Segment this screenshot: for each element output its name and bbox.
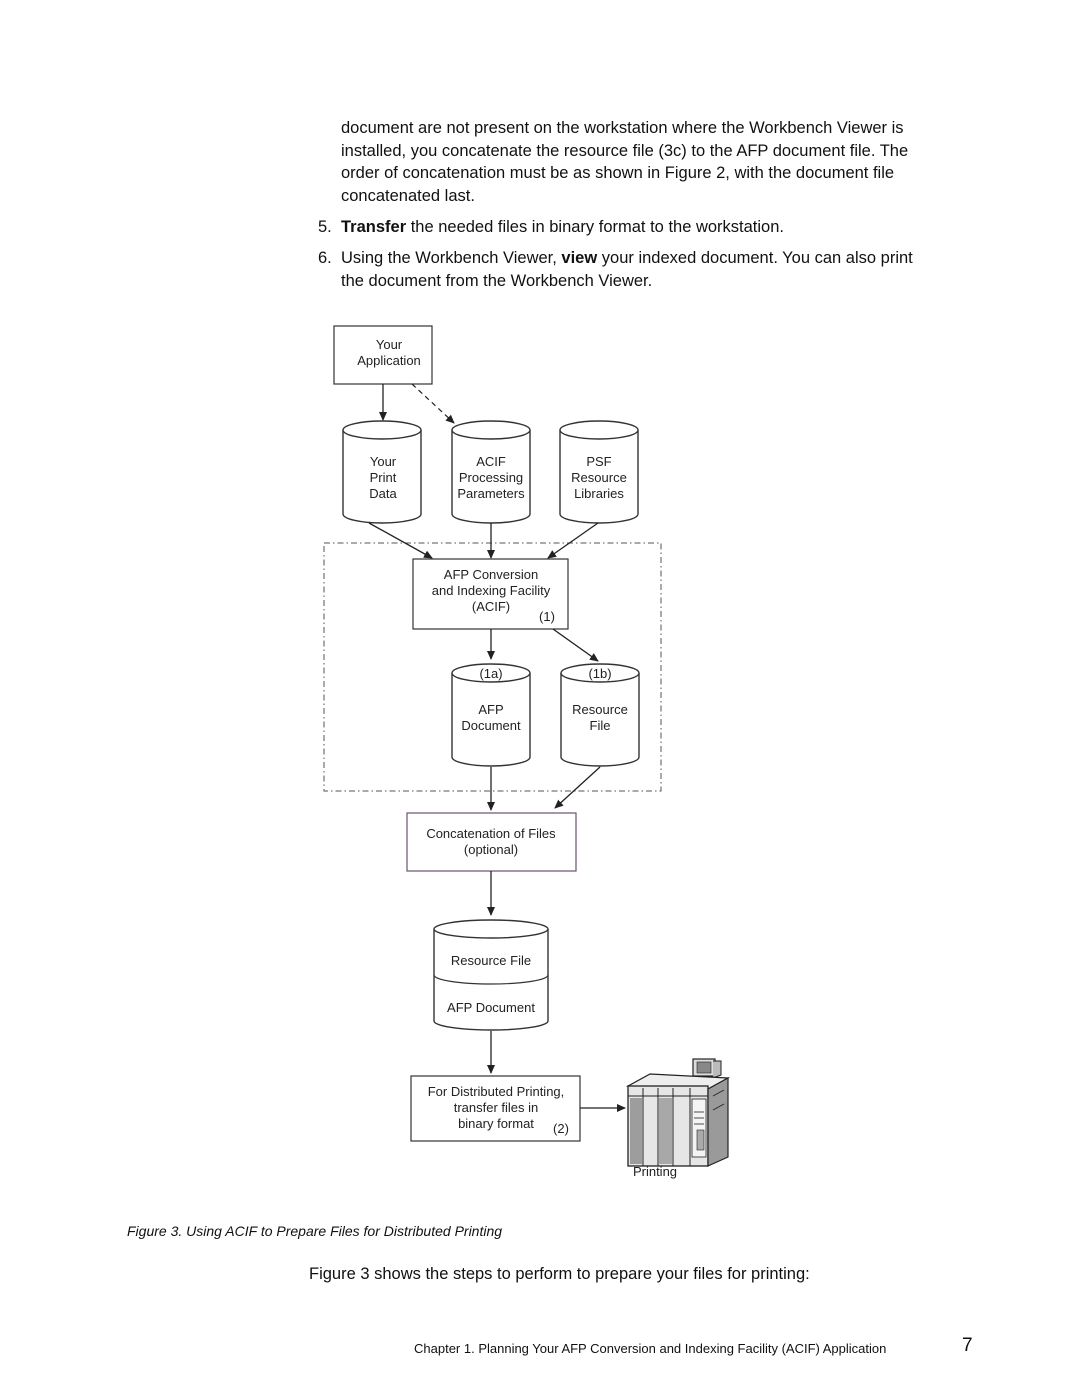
cylinder-label: Parameters [457, 486, 525, 501]
arrow-acif-to-resource-file [552, 628, 599, 662]
afp-document-cylinder: (1a) AFP Document [451, 663, 531, 767]
intro-line: installed, you concatenate the resource … [341, 141, 909, 160]
distributed-printing-box: For Distributed Printing, transfer files… [410, 1075, 581, 1142]
cylinder-label: File [590, 718, 611, 733]
cylinder-label: Resource [572, 702, 628, 717]
cylinder-label: PSF [586, 454, 611, 469]
cylinder-label: Resource [571, 470, 627, 485]
arrow-resource-to-concat [554, 766, 601, 809]
step-rest: your indexed document. You can also prin… [597, 249, 913, 267]
cylinder-tag: (1a) [479, 666, 502, 681]
step-keyword: view [561, 249, 598, 267]
followup-paragraph: Figure 3 shows the steps to perform to p… [309, 1265, 810, 1283]
printing-label: Printing [633, 1164, 677, 1179]
cylinder-label: Data [369, 486, 397, 501]
box-label: binary format [458, 1116, 534, 1131]
box-label: For Distributed Printing, [428, 1084, 565, 1099]
acif-box: AFP Conversion and Indexing Facility (AC… [412, 558, 569, 630]
intro-line: order of concatenation must be as shown … [341, 164, 895, 183]
box-label: Your [376, 337, 403, 352]
dashed-arrow-app-to-acif-params [411, 383, 455, 424]
step-keyword: Transfer [341, 218, 407, 236]
intro-paragraph: document are not present on the workstat… [341, 117, 981, 207]
concatenation-box: Concatenation of Files (optional) [406, 812, 577, 872]
step-rest: the needed files in binary format to the… [406, 218, 784, 236]
cylinder-label: Resource File [451, 953, 531, 968]
box-label: transfer files in [454, 1100, 539, 1115]
box-label: Concatenation of Files [426, 826, 556, 841]
cylinder-label: Document [461, 718, 521, 733]
resource-file-cylinder: (1b) Resource File [560, 663, 640, 767]
your-print-data-cylinder: Your Print Data [342, 420, 422, 524]
cylinder-label: Print [370, 470, 397, 485]
psf-libraries-cylinder: PSF Resource Libraries [559, 420, 639, 524]
cylinder-label: Processing [459, 470, 523, 485]
box-label: AFP Conversion [444, 567, 538, 582]
box-label: (ACIF) [472, 599, 510, 614]
cylinder-label: Libraries [574, 486, 624, 501]
combined-file-cylinder: Resource File AFP Document [433, 919, 549, 1031]
cylinder-label: AFP Document [447, 1000, 535, 1015]
step-line2: the document from the Workbench Viewer. [341, 271, 653, 290]
intro-line: document are not present on the workstat… [341, 119, 904, 137]
cylinder-label: AFP [478, 702, 503, 717]
box-label: and Indexing Facility [432, 583, 551, 598]
step-text: Using the Workbench Viewer, view your in… [341, 247, 981, 292]
cylinder-label: ACIF [476, 454, 506, 469]
reference-number: (2) [553, 1121, 569, 1136]
step-text: Transfer the needed files in binary form… [341, 216, 981, 239]
box-label: (optional) [464, 842, 518, 857]
cylinder-label: Your [370, 454, 397, 469]
step-number: 5. [318, 218, 332, 236]
step-prefix: Using the Workbench Viewer, [341, 249, 562, 267]
arrow-printdata-to-acif [368, 522, 433, 559]
printer-icon [625, 1058, 731, 1167]
footer-chapter-title: Chapter 1. Planning Your AFP Conversion … [414, 1341, 887, 1356]
reference-number: (1) [539, 609, 555, 624]
cylinder-tag: (1b) [588, 666, 611, 681]
acif-boundary [323, 542, 662, 792]
step-number: 6. [318, 249, 332, 267]
page-number: 7 [962, 1335, 973, 1356]
arrow-psf-to-acif [547, 522, 599, 559]
your-application-box: Your Application [333, 325, 433, 385]
intro-line: concatenated last. [341, 186, 475, 205]
box-label: Application [357, 353, 421, 368]
figure-caption: Figure 3. Using ACIF to Prepare Files fo… [127, 1223, 503, 1239]
acif-parameters-cylinder: ACIF Processing Parameters [451, 420, 531, 524]
